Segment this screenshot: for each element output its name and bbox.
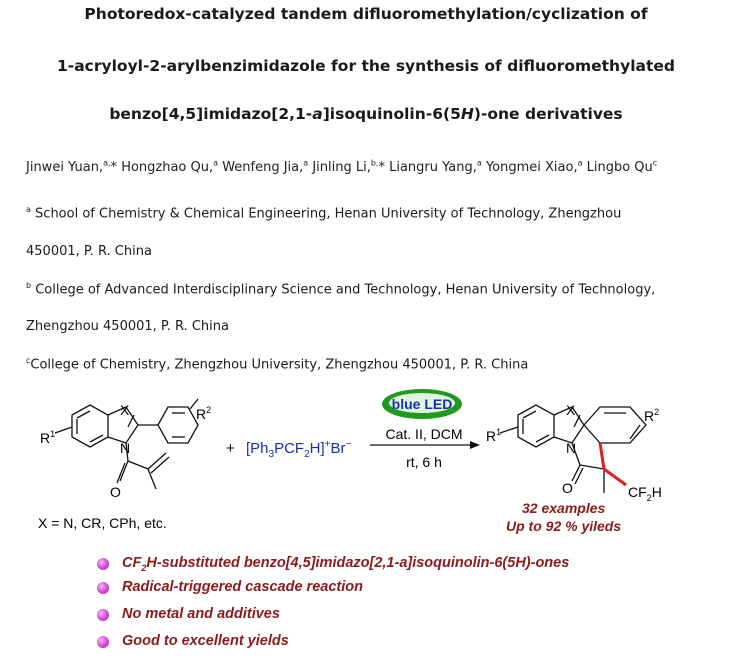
author-name-text: Yongmei Xiao,	[485, 160, 578, 176]
affiliation-a: a School of Chemistry & Chemical Enginee…	[26, 205, 621, 221]
title-line-3-mid: ]isoquinolin-6(5	[322, 105, 461, 123]
affiliation-c-line1: College of Chemistry, Zhengzhou Universi…	[30, 357, 529, 373]
examples-note: 32 examples	[522, 500, 605, 516]
bullet-dot-icon	[97, 582, 109, 594]
affiliation-b-cont: Zhengzhou 450001, P. R. China	[26, 319, 229, 334]
highlight-text-post: H-substituted benzo[4,5]imidazo[2,1-a]is…	[146, 555, 570, 571]
bullet-dot-icon	[97, 558, 109, 570]
affiliation-a-cont: 450001, P. R. China	[26, 244, 152, 259]
conditions-line-1: Cat. II, DCM	[385, 426, 462, 442]
corresponding-author-mark: *	[378, 160, 385, 176]
title-line-3-a: a	[312, 105, 323, 123]
title-line-1: Photoredox-catalyzed tandem difluorometh…	[84, 5, 648, 23]
plus-sign: +	[226, 440, 235, 457]
author-affiliation-mark: b,	[370, 159, 379, 168]
author-name-text: Jinwei Yuan,	[26, 160, 104, 176]
author-name: Wenfeng Jia,a	[222, 159, 309, 176]
led-label: blue LED	[392, 396, 453, 412]
author-affiliation-mark: c	[652, 159, 658, 168]
affiliation-a-line1: School of Chemistry & Chemical Engineeri…	[35, 206, 622, 222]
reagent-label: [Ph3PCF2H]+Br−	[246, 439, 351, 460]
author-name-text: Wenfeng Jia,	[222, 160, 304, 176]
reaction-scheme: R1 X N O R2 + [Ph3PCF2H]+Br− blue LED Ca…	[38, 389, 662, 534]
affiliation-b-line1: College of Advanced Interdisciplinary Sc…	[35, 282, 656, 298]
bullet-dot-icon	[97, 636, 109, 648]
highlight-text: Radical-triggered cascade reaction	[122, 579, 363, 595]
label-o-product: O	[562, 480, 573, 496]
label-n-start: N	[120, 440, 130, 456]
affiliation-c-mark: c	[26, 356, 31, 365]
author-affiliation-mark: a,	[103, 159, 111, 168]
title-line-3-post: )-one derivatives	[473, 105, 623, 123]
affiliation-b: b College of Advanced Interdisciplinary …	[26, 281, 655, 297]
new-bond-1	[598, 442, 606, 470]
author-list: Jinwei Yuan,a,* Hongzhao Qu,a Wenfeng Ji…	[26, 159, 657, 175]
label-n-product: N	[566, 440, 576, 456]
title-line-3: benzo[4,5]imidazo[2,1-a]isoquinolin-6(5H…	[0, 105, 732, 123]
highlight-text: CF2H-substituted benzo[4,5]imidazo[2,1-a…	[122, 555, 569, 573]
starting-material-structure	[54, 398, 199, 490]
author-name-text: Lingbo Qu	[586, 160, 653, 176]
author-name: Liangru Yang,a	[389, 159, 482, 176]
author-affiliation-mark: a	[213, 159, 219, 168]
author-affiliation-mark: a	[476, 159, 482, 168]
blue-led-badge-inner	[389, 393, 455, 413]
author-name: Yongmei Xiao,a	[485, 159, 583, 176]
x-definition: X = N, CR, CPh, etc.	[38, 515, 167, 531]
author-affiliation-mark: a	[577, 159, 583, 168]
title-line-2: 1-acryloyl-2-arylbenzimidazole for the s…	[57, 57, 675, 75]
yield-note: Up to 92 % yileds	[506, 518, 621, 534]
title-line-3-pre: benzo[4,5]imidazo[2,1-	[109, 105, 313, 123]
affiliation-a-mark: a	[26, 205, 31, 214]
author-name-text: Hongzhao Qu,	[121, 160, 214, 176]
highlight-text-sub: 2	[141, 562, 147, 573]
affiliation-c: cCollege of Chemistry, Zhengzhou Univers…	[26, 356, 528, 372]
label-r2-product: R2	[644, 407, 659, 424]
highlight-text: Good to excellent yields	[122, 633, 289, 649]
label-cf2h: CF2H	[628, 484, 662, 503]
author-name: Hongzhao Qu,a	[121, 159, 219, 176]
bullet-dot-icon	[97, 609, 109, 621]
corresponding-author-mark: *	[110, 160, 118, 176]
new-bond-2	[603, 467, 627, 487]
conditions-line-2: rt, 6 h	[406, 454, 442, 470]
author-name-text: Jinling Li,	[312, 160, 371, 176]
label-x-start: X	[120, 402, 130, 418]
title-line-3-h: H	[460, 105, 474, 123]
author-name-text: Liangru Yang,	[389, 160, 477, 176]
affiliation-b-mark: b	[26, 281, 32, 290]
label-r2-start: R2	[196, 405, 211, 422]
author-affiliation-mark: a	[303, 159, 309, 168]
label-r1-product: R1	[486, 427, 501, 444]
highlight-text-pre: CF	[122, 555, 142, 571]
label-r1-start: R1	[40, 429, 55, 446]
label-x-product: X	[566, 402, 576, 418]
highlight-text: No metal and additives	[122, 606, 280, 622]
author-name: Jinling Li,b,*	[312, 159, 385, 176]
author-name: Lingbo Quc	[586, 159, 658, 176]
label-o-start: O	[110, 484, 121, 500]
author-name: Jinwei Yuan,a,*	[26, 159, 118, 176]
reaction-arrow-head	[470, 441, 480, 449]
